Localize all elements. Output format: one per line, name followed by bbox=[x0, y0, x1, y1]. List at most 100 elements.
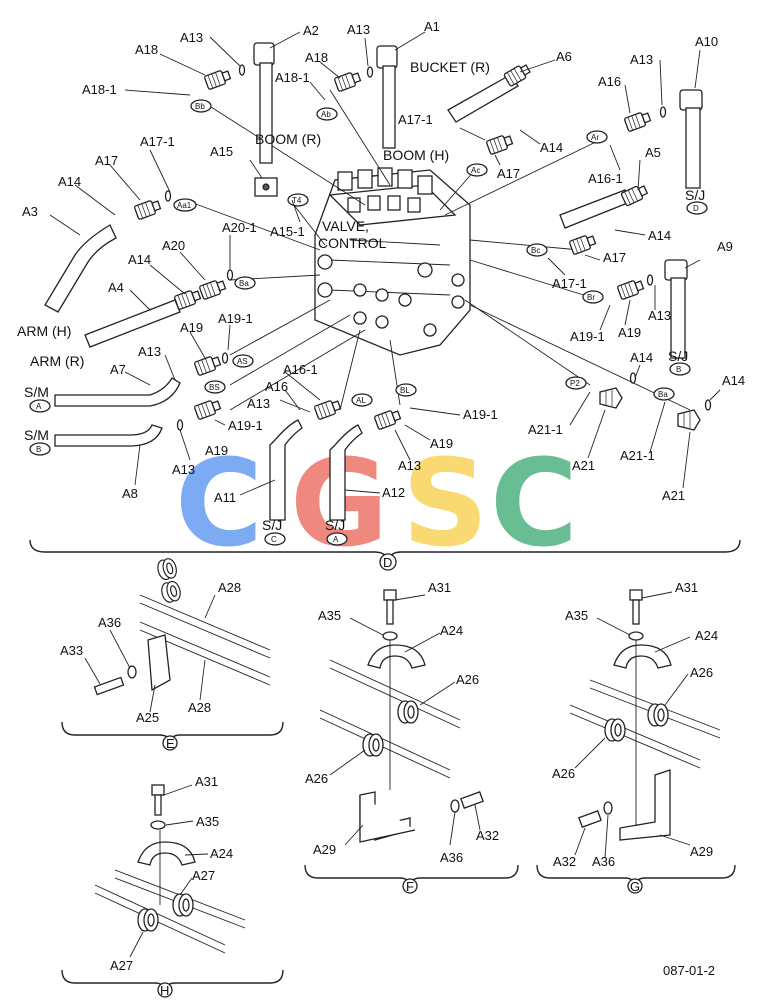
svg-text:A27: A27 bbox=[192, 868, 215, 883]
svg-text:A14: A14 bbox=[58, 174, 81, 189]
view-g: A31 A35 A24 A26 A26 A32 A36 A29 G bbox=[536, 580, 736, 894]
connection-lines bbox=[184, 89, 691, 411]
svg-text:A5: A5 bbox=[645, 145, 661, 160]
svg-text:A17-1: A17-1 bbox=[398, 112, 433, 127]
svg-text:A18: A18 bbox=[305, 50, 328, 65]
control-valve-block bbox=[314, 167, 471, 356]
svg-text:A14: A14 bbox=[128, 252, 151, 267]
view-f: A31 A35 A24 A26 A26 A29 A36 A32 F bbox=[304, 580, 519, 894]
svg-text:A15: A15 bbox=[210, 144, 233, 159]
svg-text:A6: A6 bbox=[556, 49, 572, 64]
svg-text:A13: A13 bbox=[138, 344, 161, 359]
svg-text:A26: A26 bbox=[456, 672, 479, 687]
svg-text:A36: A36 bbox=[440, 850, 463, 865]
svg-text:A31: A31 bbox=[195, 774, 218, 789]
svg-text:A21: A21 bbox=[662, 488, 685, 503]
svg-text:A26: A26 bbox=[552, 766, 575, 781]
svg-text:A13: A13 bbox=[347, 22, 370, 37]
svg-text:Ba: Ba bbox=[239, 279, 249, 288]
svg-text:Bc: Bc bbox=[531, 246, 540, 255]
svg-text:A31: A31 bbox=[428, 580, 451, 595]
svg-text:D: D bbox=[693, 204, 699, 213]
svg-text:A26: A26 bbox=[305, 771, 328, 786]
svg-text:ARM (R): ARM (R) bbox=[30, 353, 84, 369]
svg-text:A17: A17 bbox=[95, 153, 118, 168]
view-d-bracket: D bbox=[29, 539, 741, 571]
svg-text:A24: A24 bbox=[440, 623, 463, 638]
svg-text:A21: A21 bbox=[572, 458, 595, 473]
svg-text:A21-1: A21-1 bbox=[528, 422, 563, 437]
svg-text:S/J: S/J bbox=[262, 517, 282, 533]
svg-text:BUCKET (R): BUCKET (R) bbox=[410, 59, 490, 75]
svg-text:BOOM (R): BOOM (R) bbox=[255, 131, 321, 147]
svg-text:A: A bbox=[36, 402, 42, 411]
svg-text:BS: BS bbox=[209, 383, 220, 392]
svg-text:A3: A3 bbox=[22, 204, 38, 219]
svg-text:A28: A28 bbox=[188, 700, 211, 715]
svg-text:A: A bbox=[333, 535, 339, 544]
svg-text:A19: A19 bbox=[430, 436, 453, 451]
svg-text:A17-1: A17-1 bbox=[140, 134, 175, 149]
svg-text:A15-1: A15-1 bbox=[270, 224, 305, 239]
svg-text:A28: A28 bbox=[218, 580, 241, 595]
svg-text:Ba: Ba bbox=[658, 390, 668, 399]
svg-text:A19: A19 bbox=[618, 325, 641, 340]
svg-text:Ab: Ab bbox=[321, 110, 331, 119]
svg-text:A7: A7 bbox=[110, 362, 126, 377]
svg-text:P2: P2 bbox=[570, 379, 580, 388]
svg-text:BL: BL bbox=[400, 386, 410, 395]
svg-text:Ac: Ac bbox=[471, 166, 480, 175]
svg-text:A19-1: A19-1 bbox=[570, 329, 605, 344]
svg-text:CONTROL: CONTROL bbox=[318, 235, 387, 251]
svg-text:S/J: S/J bbox=[668, 348, 688, 364]
svg-text:G: G bbox=[630, 879, 640, 894]
svg-text:A12: A12 bbox=[382, 485, 405, 500]
svg-text:A19: A19 bbox=[205, 443, 228, 458]
svg-text:A17: A17 bbox=[603, 250, 626, 265]
svg-text:A13: A13 bbox=[648, 308, 671, 323]
svg-text:ARM (H): ARM (H) bbox=[17, 323, 71, 339]
svg-text:A33: A33 bbox=[60, 643, 83, 658]
watermark-letter: C bbox=[490, 435, 578, 574]
view-h: A31 A35 A24 A27 A27 H bbox=[61, 774, 284, 998]
svg-text:A13: A13 bbox=[172, 462, 195, 477]
svg-text:A32: A32 bbox=[553, 854, 576, 869]
svg-text:D: D bbox=[383, 555, 392, 570]
svg-text:A36: A36 bbox=[592, 854, 615, 869]
svg-text:A14: A14 bbox=[722, 373, 745, 388]
svg-text:A16-1: A16-1 bbox=[283, 362, 318, 377]
svg-text:A17-1: A17-1 bbox=[552, 276, 587, 291]
svg-text:A21-1: A21-1 bbox=[620, 448, 655, 463]
svg-text:A16: A16 bbox=[265, 379, 288, 394]
callout-leaders bbox=[49, 31, 721, 496]
svg-text:S/M: S/M bbox=[24, 384, 49, 400]
svg-text:A14: A14 bbox=[630, 350, 653, 365]
component-names: BOOM (R) BOOM (H) BUCKET (R) VALVE, CONT… bbox=[17, 59, 705, 533]
svg-text:Br: Br bbox=[587, 293, 595, 302]
svg-text:S/J: S/J bbox=[325, 517, 345, 533]
svg-text:A18-1: A18-1 bbox=[275, 70, 310, 85]
svg-text:Ar: Ar bbox=[591, 133, 599, 142]
svg-text:BOOM (H): BOOM (H) bbox=[383, 147, 449, 163]
svg-text:A27: A27 bbox=[110, 958, 133, 973]
svg-text:A31: A31 bbox=[675, 580, 698, 595]
svg-text:A13: A13 bbox=[398, 458, 421, 473]
svg-text:A14: A14 bbox=[540, 140, 563, 155]
svg-text:A13: A13 bbox=[247, 396, 270, 411]
svg-text:A13: A13 bbox=[630, 52, 653, 67]
svg-text:A19-1: A19-1 bbox=[228, 418, 263, 433]
svg-text:A1: A1 bbox=[424, 19, 440, 34]
svg-text:A16-1: A16-1 bbox=[588, 171, 623, 186]
svg-text:S/M: S/M bbox=[24, 427, 49, 443]
svg-text:S/J: S/J bbox=[685, 187, 705, 203]
watermark-letter: S bbox=[402, 435, 488, 574]
svg-text:AL: AL bbox=[356, 396, 366, 405]
svg-text:A4: A4 bbox=[108, 280, 124, 295]
svg-text:A18: A18 bbox=[135, 42, 158, 57]
port-markers bbox=[29, 99, 708, 546]
svg-text:A32: A32 bbox=[476, 828, 499, 843]
svg-text:A35: A35 bbox=[318, 608, 341, 623]
svg-text:T4: T4 bbox=[292, 196, 302, 205]
svg-text:A14: A14 bbox=[648, 228, 671, 243]
